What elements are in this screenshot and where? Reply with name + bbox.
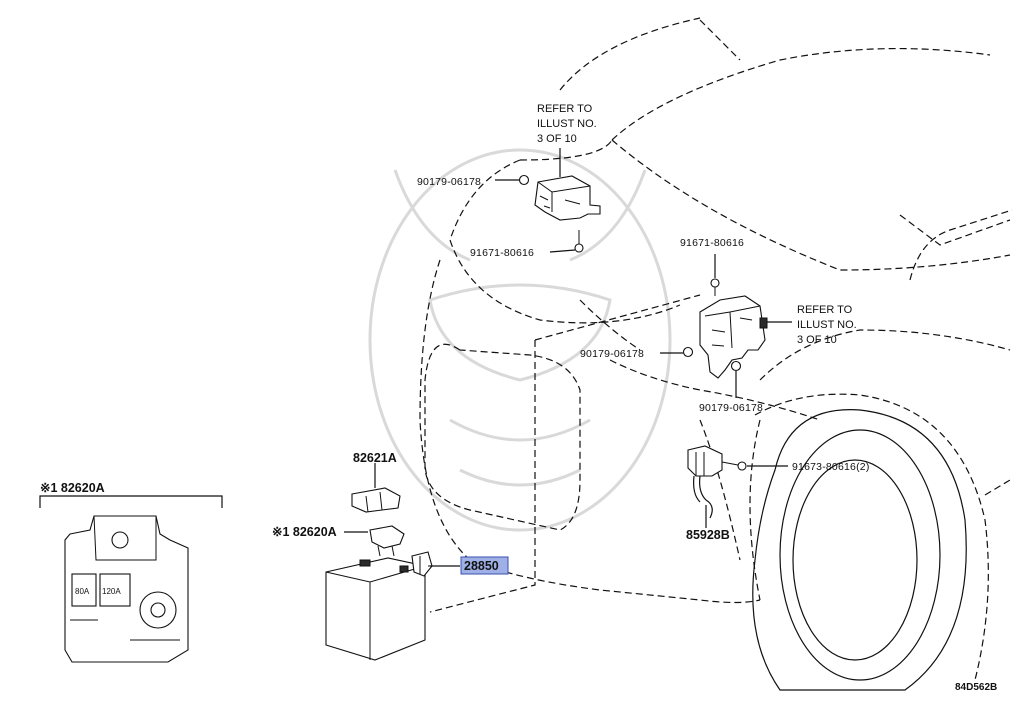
svg-text:3 OF 10: 3 OF 10 <box>537 133 577 145</box>
vehicle-outline <box>419 17 1013 613</box>
label-82620a[interactable]: ※1 82620A <box>272 525 337 539</box>
watermark-emblem <box>368 148 672 532</box>
fuse-box-inset <box>39 495 223 663</box>
label-90179-06178-low[interactable]: 90179-06178 <box>699 402 763 414</box>
fuse-80a-label: 80A <box>75 587 90 596</box>
label-28850[interactable]: 28850 <box>464 559 499 573</box>
label-28850-highlight[interactable]: 28850 <box>460 556 509 575</box>
callout-refer-right: REFER TO ILLUST NO. 3 OF 10 <box>797 304 857 346</box>
svg-text:REFER TO: REFER TO <box>537 103 593 115</box>
label-91673-80616[interactable]: 91673-80616(2) <box>792 461 870 473</box>
upper-sensor-assembly <box>518 148 601 253</box>
label-91671-80616-left[interactable]: 91671-80616 <box>470 247 534 259</box>
label-85928b[interactable]: 85928B <box>686 528 730 542</box>
svg-text:ILLUST NO.: ILLUST NO. <box>797 319 857 331</box>
figure-code: 84D562B <box>955 682 997 693</box>
callout-refer-top: REFER TO ILLUST NO. 3 OF 10 <box>537 103 597 145</box>
svg-text:REFER TO: REFER TO <box>797 304 853 316</box>
battery-area <box>325 463 444 661</box>
inset-title: ※1 82620A <box>40 481 105 495</box>
front-wheel <box>752 393 1011 691</box>
connector-85928b <box>687 445 747 528</box>
label-82621a[interactable]: 82621A <box>353 451 397 465</box>
leader-lines <box>430 179 788 567</box>
svg-text:3 OF 10: 3 OF 10 <box>797 334 837 346</box>
label-91671-80616-right[interactable]: 91671-80616 <box>680 237 744 249</box>
highlight-box <box>460 556 509 575</box>
label-90179-06178-top[interactable]: 90179-06178 <box>417 176 481 188</box>
svg-text:ILLUST NO.: ILLUST NO. <box>537 118 597 130</box>
fuse-120a-label: 120A <box>102 587 121 596</box>
label-90179-06178-mid[interactable]: 90179-06178 <box>580 348 644 360</box>
side-sensor-assembly <box>682 254 792 398</box>
